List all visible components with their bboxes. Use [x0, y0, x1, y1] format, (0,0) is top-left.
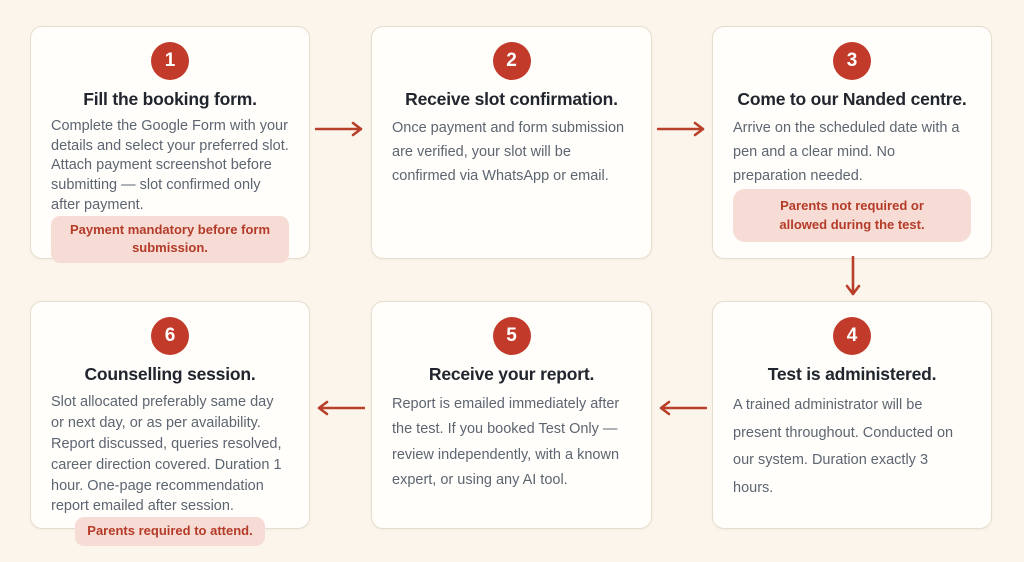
step-number-badge: 2	[492, 42, 531, 80]
step-number-badge: 1	[151, 42, 189, 80]
arrow-left-icon	[657, 400, 707, 416]
step-card-6: 6 Counselling session. Slot allocated pr…	[30, 301, 310, 547]
step-title: Counselling session.	[84, 364, 256, 384]
step-title: Receive slot confirmation.	[405, 89, 618, 109]
step-title: Fill the booking form.	[83, 89, 257, 109]
arrow-right-icon	[657, 121, 707, 137]
step-number-badge: 4	[833, 317, 871, 355]
step-description: Arrive on the scheduled date with a pen …	[733, 120, 960, 184]
arrow-down-icon	[845, 256, 861, 298]
step-note-badge: Parents required to attend.	[75, 517, 265, 547]
step-title: Receive your report.	[428, 364, 595, 384]
step-card-1: 1 Fill the booking form. Complete the Go…	[30, 26, 310, 264]
step-number-badge: 3	[833, 42, 871, 80]
step-number-badge: 5	[492, 317, 531, 355]
step-title: Come to our Nanded centre.	[737, 89, 967, 109]
step-description: Slot allocated preferably same day or ne…	[51, 394, 282, 515]
step-description: A trained administrator will be present …	[733, 397, 954, 496]
step-description: Once payment and form submission are ver…	[392, 120, 625, 184]
step-title: Test is administered.	[767, 364, 937, 384]
step-card-3: 3 Come to our Nanded centre. Arrive on t…	[712, 26, 992, 259]
step-note-badge: Parents not required or allowed during t…	[733, 188, 971, 243]
step-description: Complete the Google Form with your detai…	[51, 118, 289, 213]
step-card-5: 5 Receive your report. Report is emailed…	[371, 301, 652, 529]
step-number-badge: 6	[151, 317, 189, 355]
step-description: Report is emailed immediately after the …	[392, 396, 620, 489]
step-note-badge: Payment mandatory before form submission…	[51, 215, 289, 264]
step-card-4: 4 Test is administered. A trained admini…	[712, 301, 992, 529]
step-card-2: 2 Receive slot confirmation. Once paymen…	[371, 26, 652, 259]
arrow-right-icon	[315, 121, 365, 137]
arrow-left-icon	[315, 400, 365, 416]
